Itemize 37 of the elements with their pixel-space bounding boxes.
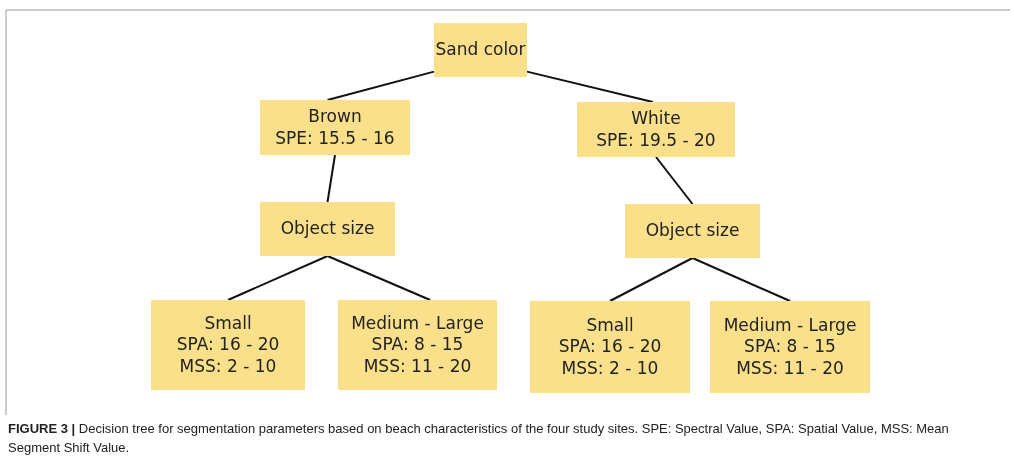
- decision-node: [338, 300, 497, 390]
- node-text: MSS: 2 - 10: [179, 355, 277, 377]
- decision-node: [151, 300, 305, 390]
- node-text: SPA: 16 - 20: [558, 336, 662, 358]
- node-text: Medium - Large: [723, 315, 857, 337]
- decision-node: [710, 301, 870, 393]
- tree-branch-line: [326, 255, 432, 301]
- decision-node: [577, 102, 735, 157]
- decision-node: [260, 202, 395, 256]
- tree-branch-line: [691, 257, 791, 302]
- node-text: Small: [204, 313, 252, 335]
- node-text: SPE: 19.5 - 20: [596, 129, 716, 151]
- tree-branch-line: [227, 255, 329, 301]
- tree-branch-line: [326, 70, 435, 101]
- decision-node: [625, 204, 760, 258]
- node-text: Sand color: [435, 39, 526, 61]
- node-text: SPA: 8 - 15: [744, 336, 836, 358]
- node-text: SPA: 16 - 20: [176, 334, 280, 356]
- node-text: Small: [586, 315, 634, 337]
- node-text: Object size: [280, 218, 375, 240]
- figure-caption: FIGURE 3 | Decision tree for segmentation parameters based on beach characteristics of the four study sites. SPE: Spectral Value, SPA: Spatial Value, MSS: Mean Segment Shift Value.: [8, 420, 950, 457]
- decision-node: [260, 100, 410, 155]
- node-text: SPA: 8 - 15: [371, 334, 464, 356]
- node-text: SPE: 15.5 - 16: [275, 127, 395, 149]
- tree-branch-line: [655, 156, 694, 205]
- tree-branch-line: [609, 257, 694, 302]
- node-text: Brown: [308, 106, 362, 128]
- node-text: MSS: 11 - 20: [363, 355, 472, 377]
- node-text: MSS: 11 - 20: [736, 357, 844, 379]
- node-text: MSS: 2 - 10: [561, 357, 659, 379]
- decision-node: [530, 301, 690, 393]
- tree-branch-line: [326, 154, 336, 203]
- node-text: Medium - Large: [351, 313, 484, 335]
- decision-node: [434, 23, 527, 77]
- node-text: Object size: [645, 220, 740, 242]
- tree-branch-line: [526, 70, 654, 103]
- node-text: White: [631, 108, 681, 130]
